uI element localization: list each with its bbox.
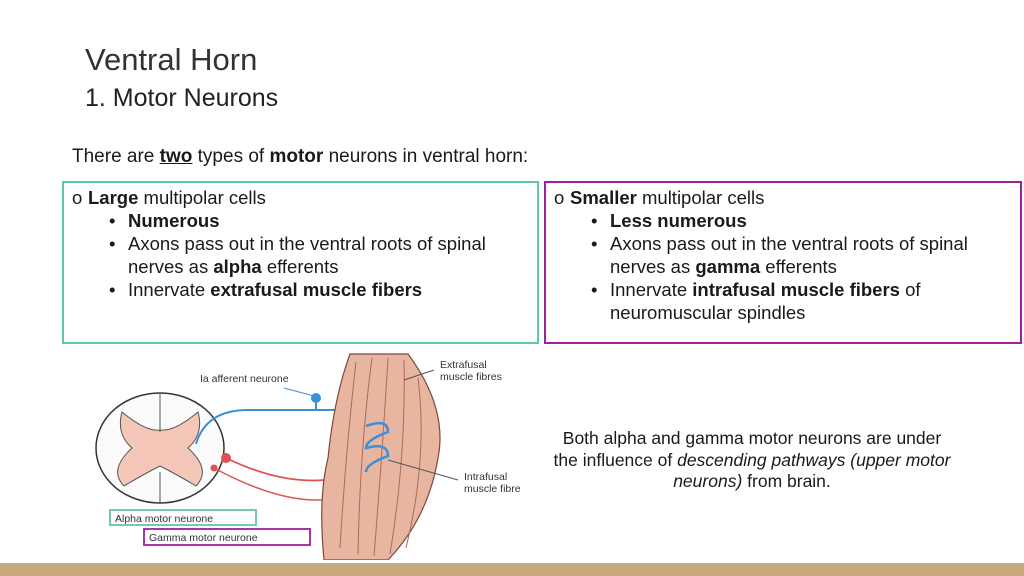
heading-rest: multipolar cells — [636, 187, 765, 208]
note-text: from brain. — [742, 471, 831, 491]
list-item: Innervate extrafusal muscle fibers — [109, 278, 529, 301]
intro-bold-motor: motor — [269, 146, 324, 167]
circle-bullet-icon: o — [554, 187, 565, 208]
alpha-label: Alpha motor neurone — [115, 513, 213, 525]
dorsal-ganglion — [311, 393, 321, 403]
bullet-list: Less numerous Axons pass out in the vent… — [554, 209, 1012, 324]
intro-bold-two: two — [159, 146, 193, 167]
extrafusal-pointer — [403, 369, 435, 381]
alpha-label-box — [109, 509, 257, 526]
item-text: Innervate — [128, 279, 211, 300]
gamma-label-box — [143, 528, 311, 546]
list-item: Less numerous — [591, 209, 1012, 232]
descending-pathways-note: Both alpha and gamma motor neurons are u… — [552, 428, 952, 493]
bottom-accent-bar — [0, 563, 1024, 576]
note-italic: descending pathways (upper motor neurons… — [673, 449, 951, 492]
list-item: Innervate intrafusal muscle fibers of ne… — [591, 278, 1012, 324]
intrafusal-label-1: Intrafusal — [464, 471, 507, 483]
intro-text: There are two types of motor neurons in … — [72, 146, 528, 168]
item-text: Innervate — [610, 279, 693, 300]
slide-subtitle: 1. Motor Neurons — [85, 84, 279, 112]
slide-title: Ventral Horn — [85, 42, 258, 77]
item-bold: alpha — [213, 256, 262, 277]
muscle-striation — [339, 361, 357, 549]
item-text: Axons pass out in the ventral roots of s… — [128, 233, 486, 277]
muscle-striation — [357, 357, 373, 555]
extrafusal-label-1: Extrafusal — [440, 359, 487, 371]
intrafusal-label-2: muscle fibre — [464, 483, 521, 495]
muscle-striation — [405, 377, 422, 549]
heading-bold: Large — [88, 187, 139, 208]
item-bold: Less numerous — [610, 210, 747, 231]
list-item: Axons pass out in the ventral roots of s… — [591, 232, 1012, 278]
gamma-label: Gamma motor neurone — [149, 532, 258, 544]
afferent-label: Ia afferent neurone — [200, 373, 289, 385]
bullet-list: Numerous Axons pass out in the ventral r… — [72, 209, 529, 301]
intro-part: There are — [72, 146, 160, 167]
motor-neuron-diagram: Ia afferent neurone Extrafusal muscle fi… — [95, 353, 521, 560]
item-bold: extrafusal muscle fibers — [210, 279, 423, 300]
spindle-coil — [364, 421, 390, 473]
list-item: Axons pass out in the ventral roots of s… — [109, 232, 529, 278]
extrafusal-label-2: muscle fibres — [440, 371, 502, 383]
note-text: Both alpha and gamma motor neurons are u… — [553, 428, 942, 470]
item-bold: gamma — [695, 256, 761, 277]
muscle — [321, 353, 441, 560]
heading-rest: multipolar cells — [138, 187, 266, 208]
item-bold: intrafusal muscle fibers — [692, 279, 900, 300]
intrafusal-pointer — [387, 459, 459, 481]
item-text: of neuromuscular spindles — [610, 279, 921, 323]
item-bold: Numerous — [128, 210, 220, 231]
afferent-label-pointer — [283, 387, 315, 397]
intro-part: neurons in ventral horn: — [323, 146, 529, 167]
muscle-striation — [389, 359, 405, 555]
grey-matter — [117, 411, 203, 487]
heading-bold: Smaller — [570, 187, 637, 208]
circle-bullet-icon: o — [72, 187, 83, 208]
list-item: Numerous — [109, 209, 529, 232]
item-text: Axons pass out in the ventral roots of s… — [610, 233, 968, 277]
intro-part: types of — [192, 146, 270, 167]
item-text: efferents — [261, 256, 339, 277]
item-text: efferents — [760, 256, 837, 277]
